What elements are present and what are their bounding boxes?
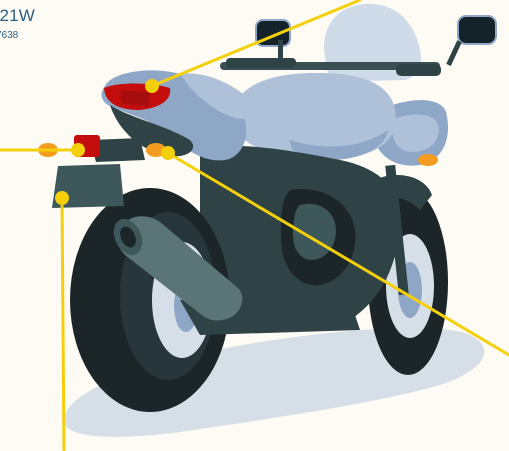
left-indicator-callout-dot bbox=[71, 143, 85, 157]
front-indicator-icon bbox=[418, 154, 438, 166]
licence-plate-callout-line bbox=[62, 198, 64, 451]
right-mirror-icon bbox=[446, 16, 496, 66]
licence-plate-callout-dot bbox=[55, 191, 69, 205]
right-indicator-callout-dot bbox=[161, 146, 175, 160]
tail-light-callout-dot bbox=[145, 79, 159, 93]
